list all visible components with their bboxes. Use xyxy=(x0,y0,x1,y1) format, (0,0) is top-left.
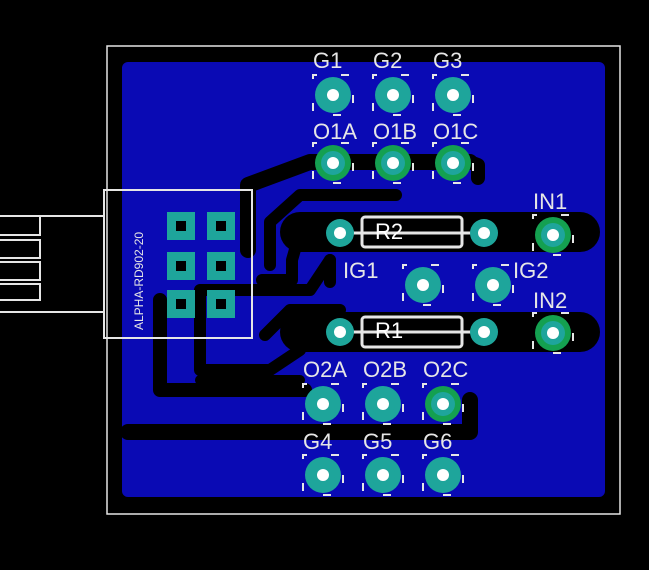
pad-label: G4 xyxy=(303,429,332,454)
pad-g6: G6 xyxy=(422,429,464,496)
pad-label: IN1 xyxy=(533,189,567,214)
pad-hole xyxy=(377,398,389,410)
pad-outline xyxy=(372,74,414,116)
pad-o2c: O2C xyxy=(422,357,468,425)
pad-g2: G2 xyxy=(372,48,414,116)
pad-label: IG1 xyxy=(343,258,378,283)
pad-label: O1C xyxy=(433,119,478,144)
pad-outline xyxy=(532,214,574,256)
pad-label: G2 xyxy=(373,48,402,73)
resistor-r1: R1 xyxy=(326,315,498,349)
pad-label: O2A xyxy=(303,357,347,382)
pad-outline xyxy=(302,454,344,496)
pad-outline xyxy=(432,142,474,184)
connector-label: ALPHA-RD902-20 xyxy=(132,232,146,330)
pad-hole xyxy=(447,157,459,169)
connector-footprint xyxy=(0,189,253,339)
pad-in1: IN1 xyxy=(532,189,574,256)
pad-label: O1A xyxy=(313,119,357,144)
pad-o2a: O2A xyxy=(302,357,347,425)
r2-label: R2 xyxy=(375,219,403,244)
pad-outline xyxy=(362,383,404,425)
pad-label: O2C xyxy=(423,357,468,382)
pad-label: G5 xyxy=(363,429,392,454)
connector-pads xyxy=(167,212,235,318)
pad-outline xyxy=(422,454,464,496)
pad-outline xyxy=(362,454,404,496)
pad-hole xyxy=(387,157,399,169)
pad-ig1: IG1 xyxy=(343,258,444,306)
pad-in2: IN2 xyxy=(532,288,574,354)
pad-g5: G5 xyxy=(362,429,404,496)
pad-o2b: O2B xyxy=(362,357,407,425)
resistor-r2: R2 xyxy=(326,215,498,249)
pad-o1c: O1C xyxy=(432,119,478,184)
pad-hole xyxy=(437,398,449,410)
pad-hole xyxy=(547,327,559,339)
board-outline xyxy=(106,45,621,515)
pad-outline xyxy=(312,74,354,116)
pad-hole xyxy=(317,469,329,481)
pad-label: IN2 xyxy=(533,288,567,313)
r1-label: R1 xyxy=(375,318,403,343)
pad-hole xyxy=(487,279,499,291)
pad-o1b: O1B xyxy=(372,119,417,184)
pad-outline xyxy=(432,74,474,116)
pad-outline xyxy=(472,264,514,306)
pad-hole xyxy=(377,469,389,481)
pad-outline xyxy=(402,264,444,306)
pad-g4: G4 xyxy=(302,429,344,496)
pad-outline xyxy=(422,383,464,425)
pad-ig2: IG2 xyxy=(472,258,548,306)
pad-label: O1B xyxy=(373,119,417,144)
pad-label: G6 xyxy=(423,429,452,454)
pad-hole xyxy=(327,89,339,101)
pad-o1a: O1A xyxy=(312,119,357,184)
pad-hole xyxy=(317,398,329,410)
pad-hole xyxy=(387,89,399,101)
pad-hole xyxy=(327,157,339,169)
pad-hole xyxy=(547,229,559,241)
pad-label: IG2 xyxy=(513,258,548,283)
pad-g3: G3 xyxy=(432,48,474,116)
pad-outline xyxy=(372,142,414,184)
pad-outline xyxy=(302,383,344,425)
pad-g1: G1 xyxy=(312,48,354,116)
pad-label: O2B xyxy=(363,357,407,382)
pad-outline xyxy=(312,142,354,184)
pad-hole xyxy=(447,89,459,101)
pad-label: G1 xyxy=(313,48,342,73)
pad-label: G3 xyxy=(433,48,462,73)
pad-outline xyxy=(532,312,574,354)
pad-hole xyxy=(417,279,429,291)
pad-hole xyxy=(437,469,449,481)
